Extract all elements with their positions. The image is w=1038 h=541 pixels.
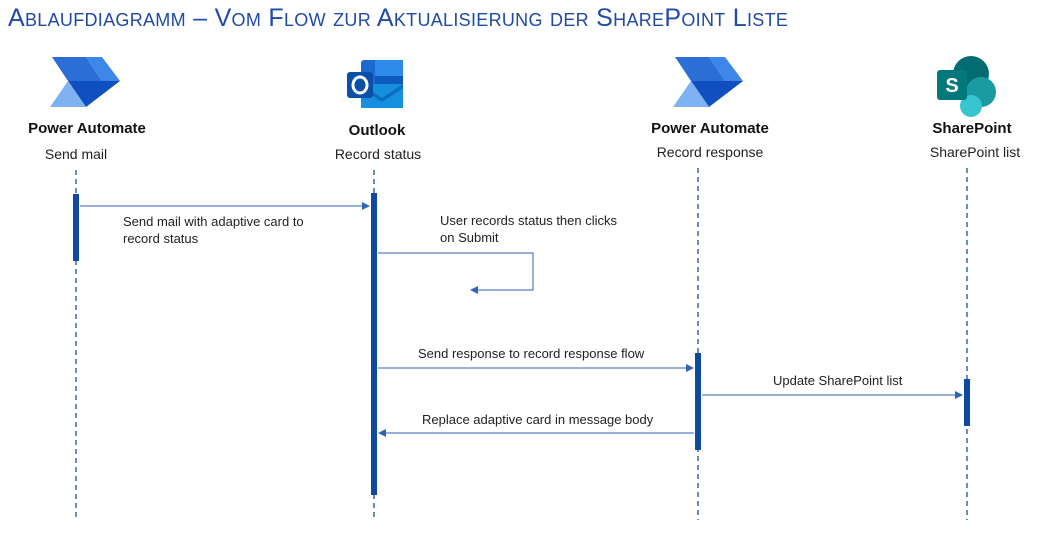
self-message-arrow [378, 252, 534, 294]
message-label: Send response to record response flow [418, 346, 645, 361]
svg-text:S: S [945, 75, 958, 97]
power-automate-icon [50, 57, 120, 107]
lane-subtitle: Send mail [45, 146, 107, 162]
message-label: User records status then clicks [440, 213, 618, 228]
lane-sharepoint: S SharePoint SharePoint list [930, 56, 1020, 520]
message-label: Replace adaptive card in message body [422, 412, 654, 427]
message-label: on Submit [440, 230, 499, 245]
lane-subtitle: SharePoint list [930, 144, 1020, 160]
message-replace-card: Replace adaptive card in message body [378, 412, 694, 437]
lane-power-automate-record-response: Power Automate Record response [651, 57, 769, 520]
outlook-icon [347, 60, 403, 108]
activation-bar [964, 379, 970, 426]
lane-subtitle: Record response [657, 144, 764, 160]
activation-bar [695, 353, 701, 450]
message-update-sharepoint: Update SharePoint list [702, 373, 963, 399]
lane-outlook: Outlook Record status [335, 60, 421, 520]
lane-name: Power Automate [28, 120, 146, 137]
lane-name: Outlook [349, 122, 406, 139]
message-label: record status [123, 231, 199, 246]
page-title: Ablaufdiagramm – Vom Flow zur Aktualisie… [8, 4, 789, 32]
message-send-response: Send response to record response flow [378, 346, 694, 372]
activation-bar [73, 194, 79, 261]
message-label: Send mail with adaptive card to [123, 214, 304, 229]
lane-subtitle: Record status [335, 146, 421, 162]
lane-name: SharePoint [932, 120, 1011, 137]
lane-name: Power Automate [651, 120, 769, 137]
power-automate-icon [673, 57, 743, 107]
sharepoint-icon: S [937, 56, 996, 117]
message-user-records-status: User records status then clicks on Submi… [378, 213, 618, 294]
message-send-mail: Send mail with adaptive card to record s… [80, 202, 370, 246]
activation-bar [371, 193, 377, 495]
message-label: Update SharePoint list [773, 373, 903, 388]
lane-power-automate-send-mail: Power Automate Send mail [28, 57, 146, 520]
